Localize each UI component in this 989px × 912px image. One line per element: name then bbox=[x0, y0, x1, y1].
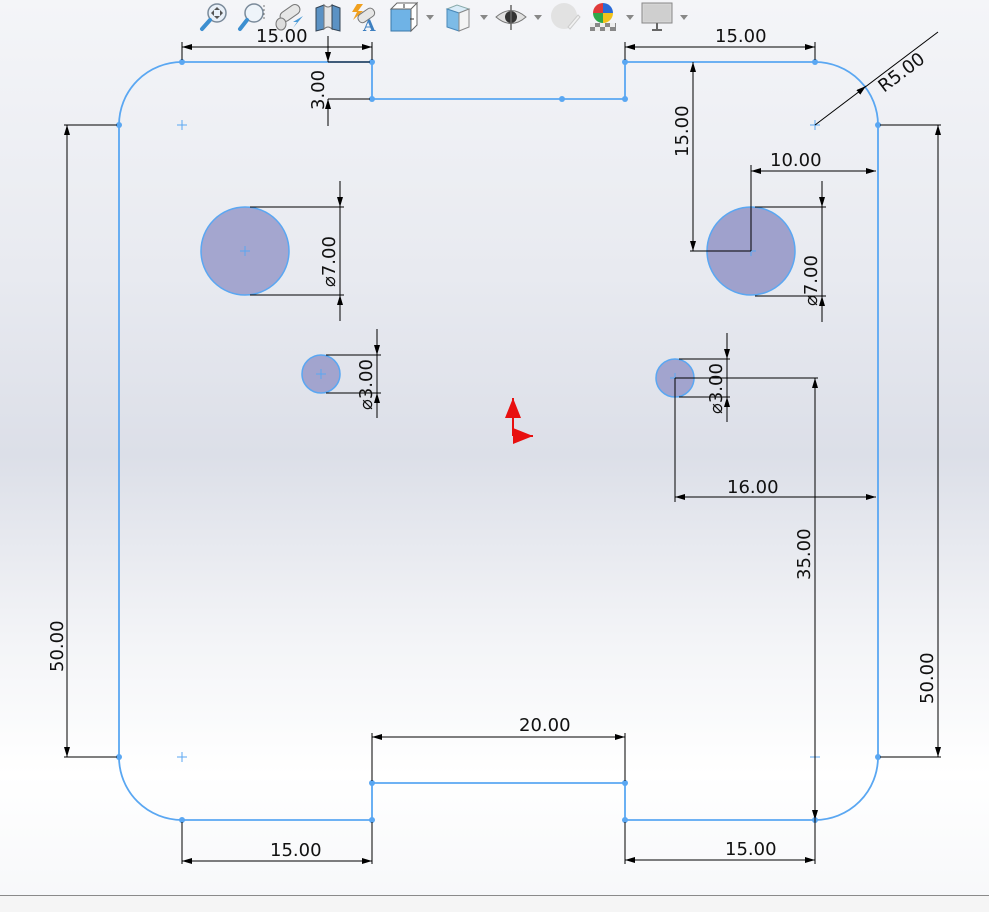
dim-small-hole-horizontal[interactable]: 16.00 bbox=[727, 477, 779, 498]
previous-view-icon bbox=[275, 4, 303, 31]
dim-value: 3.00 bbox=[356, 359, 377, 399]
zoom-fit-icon bbox=[200, 3, 227, 31]
dim-corner-radius[interactable]: R5.00 bbox=[874, 49, 929, 97]
dim-left-height[interactable]: 50.00 bbox=[47, 620, 68, 672]
status-bar bbox=[0, 895, 989, 912]
section-view-icon bbox=[315, 3, 341, 32]
diameter-symbol: ⌀ bbox=[356, 399, 377, 410]
svg-text:A: A bbox=[362, 16, 376, 32]
display-style-dropdown[interactable] bbox=[478, 0, 490, 34]
dim-value: 7.00 bbox=[319, 236, 340, 276]
dim-left-small-hole-dia[interactable]: ⌀3.00 bbox=[356, 359, 377, 410]
view-toolbar: A bbox=[196, 0, 690, 34]
view-settings-dropdown[interactable] bbox=[678, 0, 690, 34]
diameter-symbol: ⌀ bbox=[706, 403, 727, 414]
dim-value: 3.00 bbox=[706, 363, 727, 403]
chevron-down-icon bbox=[680, 14, 688, 20]
appearance-icon bbox=[551, 3, 581, 30]
zoom-to-area-button[interactable] bbox=[234, 0, 268, 34]
apply-scene-dropdown[interactable] bbox=[624, 0, 636, 34]
edit-appearance-button[interactable] bbox=[548, 0, 582, 34]
chevron-down-icon bbox=[426, 14, 434, 20]
chevron-down-icon bbox=[626, 14, 634, 20]
hide-show-items-dropdown[interactable] bbox=[532, 0, 544, 34]
apply-scene-button[interactable] bbox=[586, 0, 620, 34]
section-view-button[interactable] bbox=[310, 0, 344, 34]
display-style-button[interactable] bbox=[440, 0, 474, 34]
display-style-icon bbox=[445, 4, 471, 32]
zoom-to-fit-button[interactable] bbox=[196, 0, 230, 34]
annotation-view-icon: A bbox=[352, 4, 376, 32]
dim-left-large-hole-dia[interactable]: ⌀7.00 bbox=[319, 236, 340, 287]
hide-show-items-button[interactable] bbox=[494, 0, 528, 34]
dim-right-height[interactable]: 50.00 bbox=[917, 652, 938, 704]
dim-right-large-hole-dia[interactable]: ⌀7.00 bbox=[801, 255, 822, 306]
hole-left-small[interactable] bbox=[301, 354, 341, 394]
hole-left-large[interactable] bbox=[200, 206, 290, 296]
chevron-down-icon bbox=[534, 14, 542, 20]
view-orientation-button[interactable] bbox=[386, 0, 420, 34]
sketch-profile[interactable] bbox=[118, 61, 879, 821]
sketch-points[interactable] bbox=[116, 59, 881, 823]
dimension-labels[interactable]: 15.00 3.00 15.00 R5.00 15.00 10.00 ⌀7.00… bbox=[47, 26, 938, 861]
diameter-symbol: ⌀ bbox=[319, 276, 340, 287]
monitor-icon bbox=[641, 2, 673, 31]
sketch-origin bbox=[505, 398, 533, 444]
dim-bottom-notch-width[interactable]: 20.00 bbox=[519, 715, 571, 736]
dim-small-hole-vertical[interactable]: 35.00 bbox=[794, 528, 815, 580]
dim-right-hole-horizontal[interactable]: 10.00 bbox=[770, 150, 822, 171]
diameter-symbol: ⌀ bbox=[801, 295, 822, 306]
dim-right-hole-vertical[interactable]: 15.00 bbox=[672, 105, 693, 157]
dimension-lines[interactable] bbox=[64, 31, 941, 864]
view-orientation-icon bbox=[389, 1, 419, 33]
scene-icon bbox=[590, 3, 616, 31]
zoom-area-icon bbox=[238, 3, 265, 31]
dynamic-annotation-views-button[interactable]: A bbox=[348, 0, 382, 34]
dim-value: 7.00 bbox=[801, 255, 822, 295]
dim-top-left-width[interactable]: 15.00 bbox=[256, 26, 308, 47]
dim-top-right-width[interactable]: 15.00 bbox=[715, 26, 767, 47]
view-settings-button[interactable] bbox=[640, 0, 674, 34]
dim-right-small-hole-dia[interactable]: ⌀3.00 bbox=[706, 363, 727, 414]
previous-view-button[interactable] bbox=[272, 0, 306, 34]
view-orientation-dropdown[interactable] bbox=[424, 0, 436, 34]
eye-icon bbox=[495, 5, 527, 30]
chevron-down-icon bbox=[480, 14, 488, 20]
dim-bottom-right-width[interactable]: 15.00 bbox=[725, 839, 777, 860]
dim-bottom-left-width[interactable]: 15.00 bbox=[270, 840, 322, 861]
dim-top-notch-depth[interactable]: 3.00 bbox=[308, 70, 329, 110]
